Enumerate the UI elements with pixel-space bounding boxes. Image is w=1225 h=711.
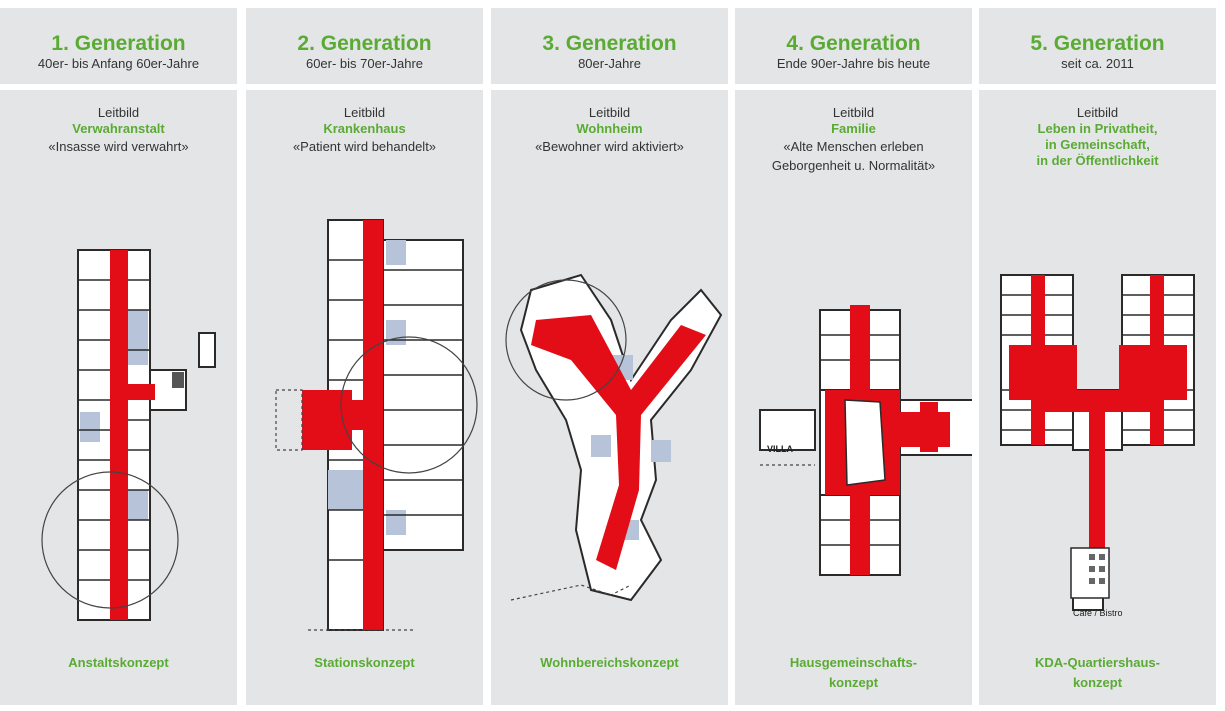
leitbild-name-5c: in der Öffentlichkeit (1036, 153, 1159, 168)
leitbild-quote-1a: «Insasse wird verwahrt» (48, 139, 189, 154)
generation-title-4: 4. Generation (786, 32, 921, 55)
generation-header-1: 1. Generation 40er- bis Anfang 60er-Jahr… (0, 8, 237, 84)
concept-5: KDA-Quartiershaus- konzept (979, 653, 1216, 693)
leitbild-label-1: Leitbild (97, 105, 140, 120)
villa-label: VILLA (767, 444, 793, 454)
generation-column-5: 5. Generation seit ca. 2011 Leitbild Leb… (979, 8, 1216, 705)
concept-4-line-2: konzept (828, 675, 879, 690)
generation-body-3: Leitbild Wohnheim «Bewohner wird aktivie… (491, 90, 728, 705)
generation-header-3: 3. Generation 80er-Jahre (491, 8, 728, 84)
leitbild-label-2: Leitbild (343, 105, 386, 120)
leitbild-quote-3a: «Bewohner wird aktiviert» (535, 139, 684, 154)
leitbild-name-3a: Wohnheim (576, 121, 643, 136)
generation-period-5: seit ca. 2011 (1061, 56, 1134, 71)
generation-column-2: 2. Generation 60er- bis 70er-Jahre Leitb… (246, 8, 483, 705)
generation-period-2: 60er- bis 70er-Jahre (305, 56, 424, 71)
generation-column-4: 4. Generation Ende 90er-Jahre bis heute … (735, 8, 972, 705)
generation-body-5: Leitbild Leben in Privatheit, in Gemeins… (979, 90, 1216, 705)
leitbild-label-4: Leitbild (832, 105, 875, 120)
generation-period-1: 40er- bis Anfang 60er-Jahre (37, 56, 200, 71)
leitbild-name-1a: Verwahranstalt (72, 121, 165, 136)
concept-1: Anstaltskonzept (0, 653, 237, 673)
leitbild-quote-4b: Geborgenheit u. Normalität» (771, 158, 936, 173)
concept-2: Stationskonzept (246, 653, 483, 673)
generation-header-4: 4. Generation Ende 90er-Jahre bis heute (735, 8, 972, 84)
concept-5-line-2: konzept (1072, 675, 1123, 690)
generation-body-2: Leitbild Krankenhaus «Patient wird behan… (246, 90, 483, 705)
generation-period-4: Ende 90er-Jahre bis heute (776, 56, 931, 71)
leitbild-name-2a: Krankenhaus (323, 121, 406, 136)
generation-title-2: 2. Generation (297, 32, 432, 55)
generation-header-2: 2. Generation 60er- bis 70er-Jahre (246, 8, 483, 84)
floor-plan-3 (505, 273, 723, 602)
concept-3: Wohnbereichskonzept (491, 653, 728, 673)
concept-4: Hausgemeinschafts- konzept (735, 653, 972, 693)
floor-plan-4: VILLA (759, 305, 972, 576)
generation-title-1: 1. Generation (51, 32, 186, 55)
leitbild-name-5b: in Gemeinschaft, (1045, 137, 1150, 152)
generation-header-5: 5. Generation seit ca. 2011 (979, 8, 1216, 84)
concept-1-line-1: Anstaltskonzept (68, 655, 169, 670)
floor-plan-2 (275, 219, 478, 631)
concept-3-line-1: Wohnbereichskonzept (540, 655, 679, 670)
generation-title-5: 5. Generation (1030, 32, 1165, 55)
concept-4-line-1: Hausgemeinschafts- (789, 655, 918, 670)
generation-period-3: 80er-Jahre (578, 56, 641, 71)
leitbild-quote-2a: «Patient wird behandelt» (292, 139, 437, 154)
generation-column-1: 1. Generation 40er- bis Anfang 60er-Jahr… (0, 8, 237, 705)
leitbild-label-3: Leitbild (588, 105, 631, 120)
generation-column-3: 3. Generation 80er-Jahre Leitbild Wohnhe… (491, 8, 728, 705)
cafe-label: Cafe / Bistro (1073, 608, 1123, 618)
concept-2-line-1: Stationskonzept (314, 655, 415, 670)
floor-plan-1 (41, 249, 216, 621)
generation-body-4: Leitbild Familie «Alte Menschen erleben … (735, 90, 972, 705)
leitbild-label-5: Leitbild (1076, 105, 1119, 120)
generation-body-1: Leitbild Verwahranstalt «Insasse wird ve… (0, 90, 237, 705)
leitbild-name-4a: Familie (831, 121, 876, 136)
concept-5-line-1: KDA-Quartiershaus- (1035, 655, 1160, 670)
generation-title-3: 3. Generation (542, 32, 677, 55)
leitbild-name-5a: Leben in Privatheit, (1037, 121, 1158, 136)
floor-plan-5: Cafe / Bistro (1000, 274, 1195, 618)
leitbild-quote-4a: «Alte Menschen erleben (783, 139, 924, 154)
